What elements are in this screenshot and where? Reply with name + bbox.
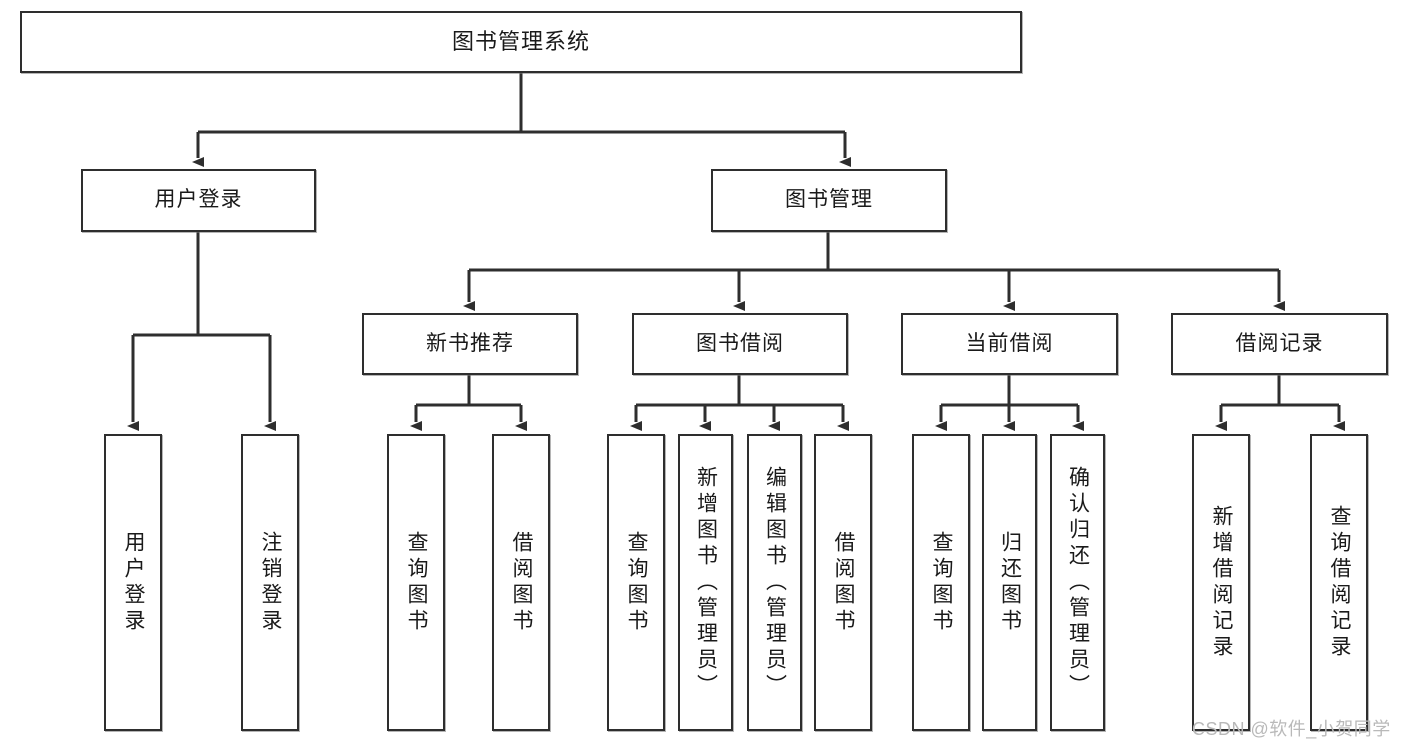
- node-label: 查询图书: [405, 530, 429, 635]
- node-label: 新增图书（管理员）: [694, 465, 718, 700]
- node-label: 当前借阅: [965, 331, 1054, 355]
- node-borrowing-record[interactable]: 借阅记录: [1171, 313, 1388, 375]
- node-label: 图书管理: [785, 188, 873, 212]
- node-label: 编辑图书（管理员）: [763, 465, 787, 700]
- node-leaf-edit-book-admin[interactable]: 编辑图书（管理员）: [747, 434, 802, 731]
- node-label: 图书借阅: [696, 331, 784, 355]
- csdn-watermark: CSDN @软件_小贺同学: [1192, 719, 1391, 739]
- node-user-login[interactable]: 用户登录: [81, 169, 316, 232]
- node-book-borrowing[interactable]: 图书借阅: [632, 313, 848, 375]
- node-root-book-management-system[interactable]: 图书管理系统: [20, 11, 1022, 73]
- node-label: 用户登录: [154, 188, 243, 212]
- node-label: 新书推荐: [426, 331, 514, 355]
- node-label: 图书管理系统: [451, 29, 590, 55]
- node-leaf-query-borrow-record[interactable]: 查询借阅记录: [1310, 434, 1368, 731]
- node-leaf-add-book-admin[interactable]: 新增图书（管理员）: [678, 434, 733, 731]
- node-label: 查询图书: [625, 530, 649, 635]
- node-label: 借阅图书: [510, 530, 534, 635]
- node-label: 借阅图书: [832, 530, 856, 635]
- node-label: 用户登录: [122, 530, 146, 635]
- node-leaf-borrow-books-new[interactable]: 借阅图书: [492, 434, 550, 731]
- node-leaf-user-login[interactable]: 用户登录: [104, 434, 162, 731]
- node-new-book-recommendation[interactable]: 新书推荐: [362, 313, 578, 375]
- node-leaf-borrow-books[interactable]: 借阅图书: [814, 434, 872, 731]
- node-leaf-confirm-return-admin[interactable]: 确认归还（管理员）: [1050, 434, 1105, 731]
- node-label: 查询图书: [930, 530, 954, 635]
- node-book-management[interactable]: 图书管理: [711, 169, 947, 232]
- node-leaf-logout[interactable]: 注销登录: [241, 434, 299, 731]
- node-leaf-query-books-new[interactable]: 查询图书: [387, 434, 445, 731]
- node-label: 查询借阅记录: [1328, 504, 1352, 661]
- node-leaf-query-books-borrow[interactable]: 查询图书: [607, 434, 665, 731]
- node-label: 注销登录: [259, 530, 283, 635]
- node-current-borrowing[interactable]: 当前借阅: [901, 313, 1118, 375]
- node-leaf-query-books-current[interactable]: 查询图书: [912, 434, 970, 731]
- node-leaf-add-borrow-record[interactable]: 新增借阅记录: [1192, 434, 1250, 731]
- node-label: 归还图书: [998, 530, 1022, 635]
- node-label: 借阅记录: [1235, 331, 1324, 355]
- node-label: 新增借阅记录: [1210, 504, 1234, 661]
- node-leaf-return-books[interactable]: 归还图书: [982, 434, 1037, 731]
- node-label: 确认归还（管理员）: [1066, 465, 1090, 700]
